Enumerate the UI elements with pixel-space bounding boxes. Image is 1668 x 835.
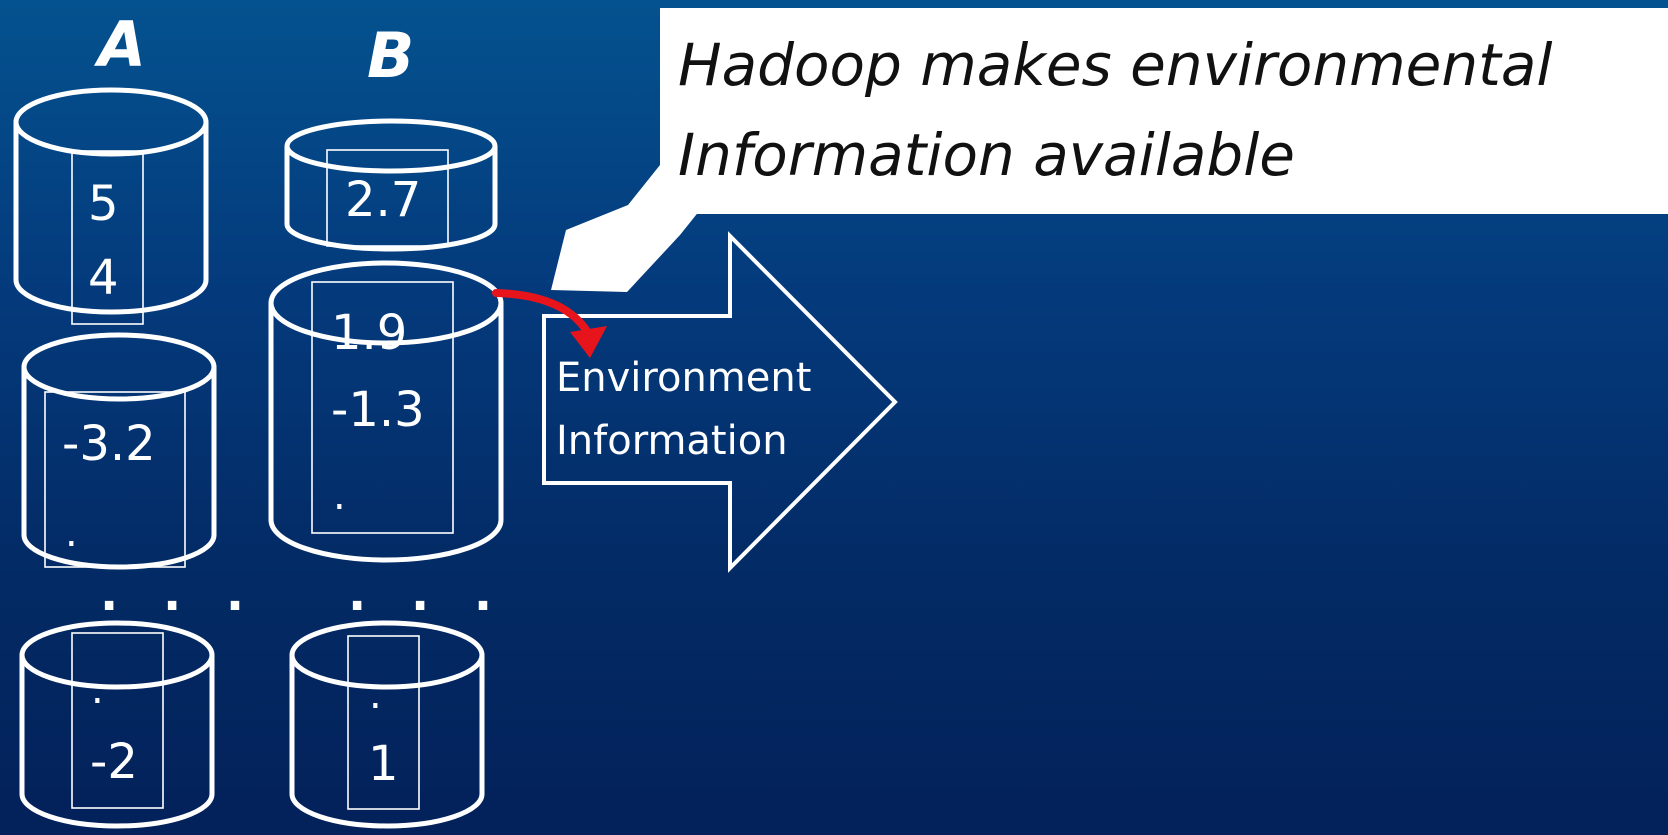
column-a-ellipsis: . . . bbox=[100, 566, 259, 622]
cylinder-b3-value-1: . bbox=[369, 672, 382, 718]
record-box-a2 bbox=[44, 391, 186, 568]
record-box-a3 bbox=[71, 632, 164, 809]
arrow-text-line-2: Information bbox=[556, 418, 788, 464]
cylinder-a3-value-1: . bbox=[91, 667, 104, 713]
callout-box: Hadoop makes environmental Information a… bbox=[660, 8, 1668, 214]
cylinder-b3 bbox=[289, 620, 485, 829]
cylinder-a3 bbox=[19, 620, 215, 829]
red-curved-arrow bbox=[492, 289, 607, 358]
cylinder-b2 bbox=[268, 260, 504, 563]
cylinder-a1-value-1: 5 bbox=[88, 176, 119, 232]
cylinder-b2-value-2: -1.3 bbox=[331, 382, 425, 438]
callout-line-2: Information available bbox=[678, 121, 1295, 189]
cylinder-a3-value-2: -2 bbox=[90, 734, 138, 790]
cylinder-b2-value-3: . bbox=[333, 473, 346, 519]
cylinder-a2-value-2: . bbox=[65, 510, 78, 556]
column-b-ellipsis: . . . bbox=[348, 566, 507, 622]
arrow-text-line-1: Environment bbox=[556, 355, 812, 401]
cylinder-a1-value-2: 4 bbox=[88, 250, 119, 306]
cylinder-b2-value-1: 1.9 bbox=[331, 305, 408, 361]
column-b-label: B bbox=[367, 19, 415, 92]
callout-line-1: Hadoop makes environmental bbox=[678, 31, 1553, 99]
column-a-label: A bbox=[98, 8, 146, 81]
cylinder-a1 bbox=[13, 87, 209, 315]
record-box-b1 bbox=[326, 149, 449, 247]
cylinder-a2-value-1: -3.2 bbox=[62, 416, 156, 472]
block-arrow bbox=[542, 231, 898, 573]
cylinder-b1 bbox=[284, 118, 498, 252]
record-box-b2 bbox=[311, 281, 454, 534]
record-box-b3 bbox=[347, 635, 420, 810]
record-box-a1 bbox=[71, 150, 144, 325]
cylinder-b1-value-1: 2.7 bbox=[345, 172, 422, 228]
cylinder-b3-value-2: 1 bbox=[368, 736, 399, 792]
